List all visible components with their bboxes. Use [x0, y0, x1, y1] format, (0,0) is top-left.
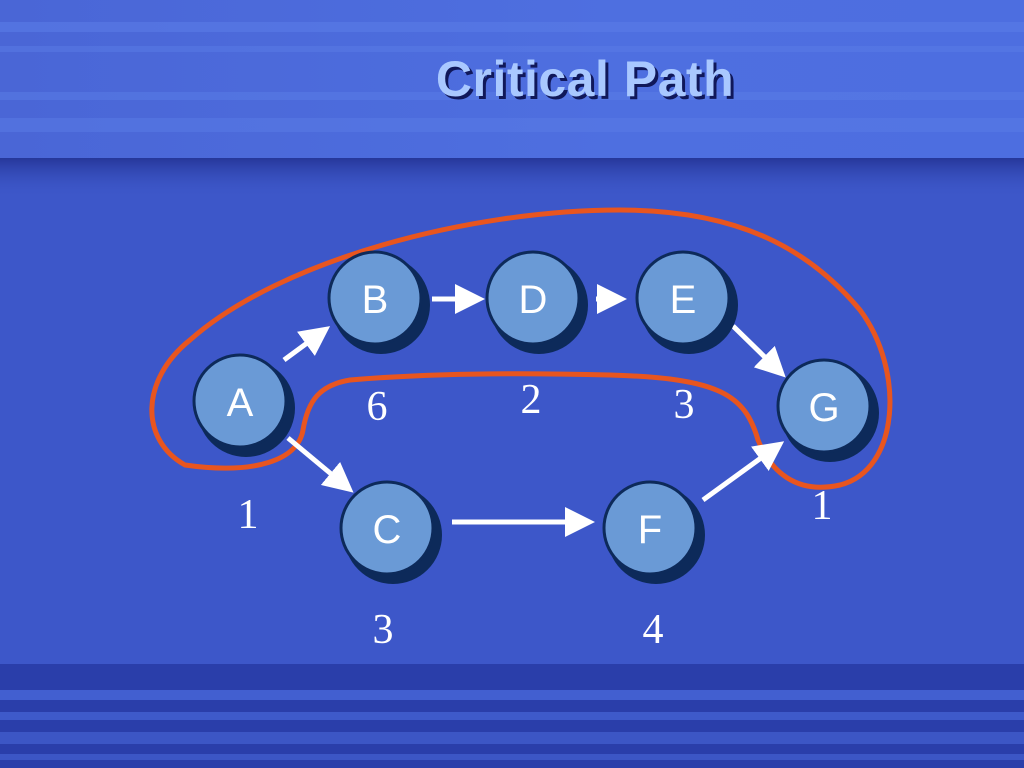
node-d-label: D [519, 278, 548, 322]
node-a: A [192, 353, 295, 457]
duration-e: 3 [674, 382, 695, 428]
node-c-label: C [373, 508, 402, 552]
node-d: D [485, 250, 588, 354]
duration-g: 1 [812, 483, 833, 529]
duration-d: 2 [521, 377, 542, 423]
node-e: E [635, 250, 738, 354]
node-a-label: A [227, 381, 254, 425]
duration-b: 6 [367, 384, 388, 430]
node-b: B [327, 250, 430, 354]
duration-c: 3 [373, 607, 394, 653]
edge-a-c [286, 436, 354, 493]
node-e-label: E [670, 278, 697, 322]
node-f: F [602, 480, 705, 584]
node-f-label: F [638, 508, 662, 552]
duration-f: 4 [643, 607, 664, 653]
edge-e-g [731, 324, 786, 378]
node-c: C [339, 480, 442, 584]
edges [282, 284, 786, 537]
duration-a: 1 [238, 492, 259, 538]
edge-f-g [701, 441, 785, 503]
node-g: G [776, 358, 879, 462]
node-b-label: B [362, 278, 389, 322]
edge-a-b [282, 326, 331, 363]
node-g-label: G [808, 386, 839, 430]
slide-title: Critical Path [435, 51, 735, 107]
critical-path-outline [149, 207, 893, 490]
